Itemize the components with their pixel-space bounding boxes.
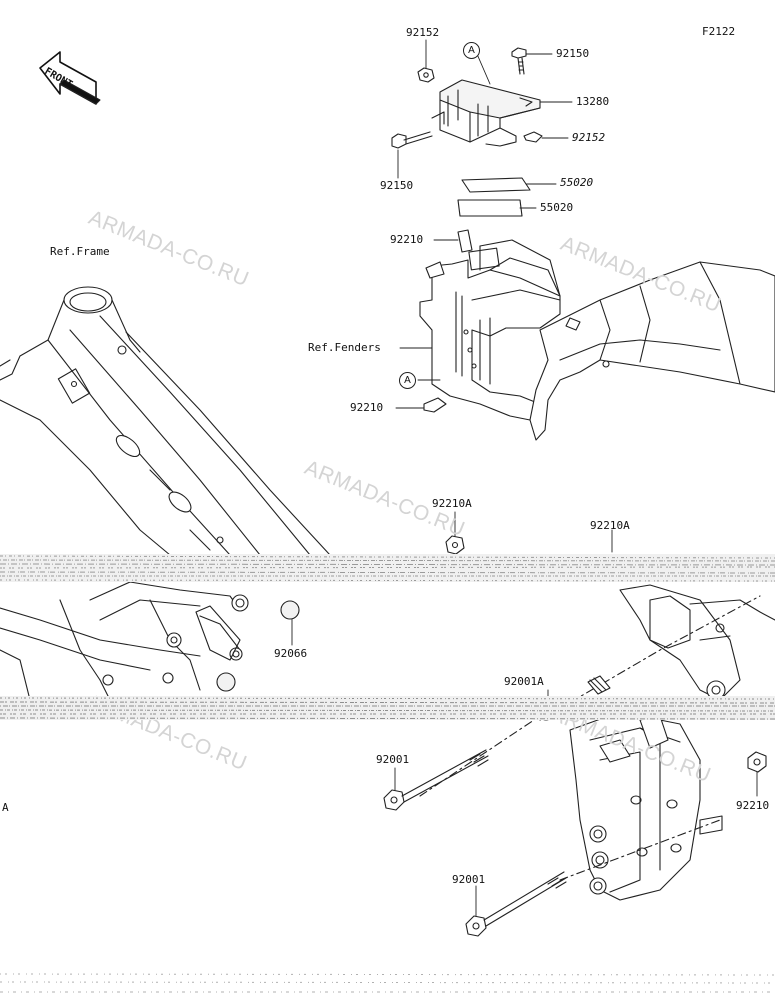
clip-92210-b <box>423 397 447 413</box>
cap-92066-a <box>280 600 300 620</box>
part-label-92152: 92152 <box>572 131 606 144</box>
callout-a-top: A <box>463 42 480 59</box>
scan-tear-band <box>0 973 775 993</box>
part-label-13280: 13280 <box>576 95 610 108</box>
nut-92210A-a <box>445 535 465 555</box>
part-label-92210A: 92210A <box>590 519 630 532</box>
part-label-55020: 55020 <box>560 176 594 189</box>
clip-92152-mid <box>523 131 543 143</box>
bolt-92150-top <box>511 47 527 75</box>
pad-55020-a <box>461 177 531 193</box>
scan-tear-band <box>0 696 775 720</box>
pad-55020-b <box>457 199 523 217</box>
bolt-92150-left <box>391 131 433 149</box>
part-label-92150: 92150 <box>380 179 414 192</box>
clip-92210-a <box>457 229 473 253</box>
part-label-92150: 92150 <box>556 47 590 60</box>
nut-92152-top <box>417 67 435 83</box>
part-label-92210: 92210 <box>736 799 770 812</box>
ref-fenders-label: Ref.Fenders <box>308 341 381 354</box>
part-label-92152: 92152 <box>406 26 440 39</box>
pivot-bracket <box>569 584 775 901</box>
part-label-92001A: 92001A <box>504 675 544 688</box>
frame-lower <box>0 581 249 701</box>
bracket-13280 <box>431 79 541 147</box>
battery-case <box>419 239 561 421</box>
nut-92210-right <box>747 751 767 773</box>
bolt-92001-b <box>465 871 567 937</box>
cap-92066-b <box>216 672 236 692</box>
collar-92001A <box>587 675 611 695</box>
part-label-92210: 92210 <box>390 233 424 246</box>
part-label-92001: 92001 <box>376 753 410 766</box>
frame-upper <box>0 286 331 556</box>
part-label-92210: 92210 <box>350 401 384 414</box>
part-label-55020: 55020 <box>540 201 574 214</box>
rear-fender <box>529 261 775 441</box>
part-label-92210A: 92210A <box>432 497 472 510</box>
diagram-code: F2122 <box>702 25 736 38</box>
edge-callout-letter: A <box>2 801 9 814</box>
front-arrow-icon <box>39 51 101 105</box>
ref-frame-label: Ref.Frame <box>50 245 110 258</box>
callout-a-fender: A <box>399 372 416 389</box>
part-label-92066: 92066 <box>274 647 308 660</box>
bolt-92001-a <box>383 749 489 811</box>
part-label-92001: 92001 <box>452 873 486 886</box>
scan-tear-band <box>0 554 775 582</box>
